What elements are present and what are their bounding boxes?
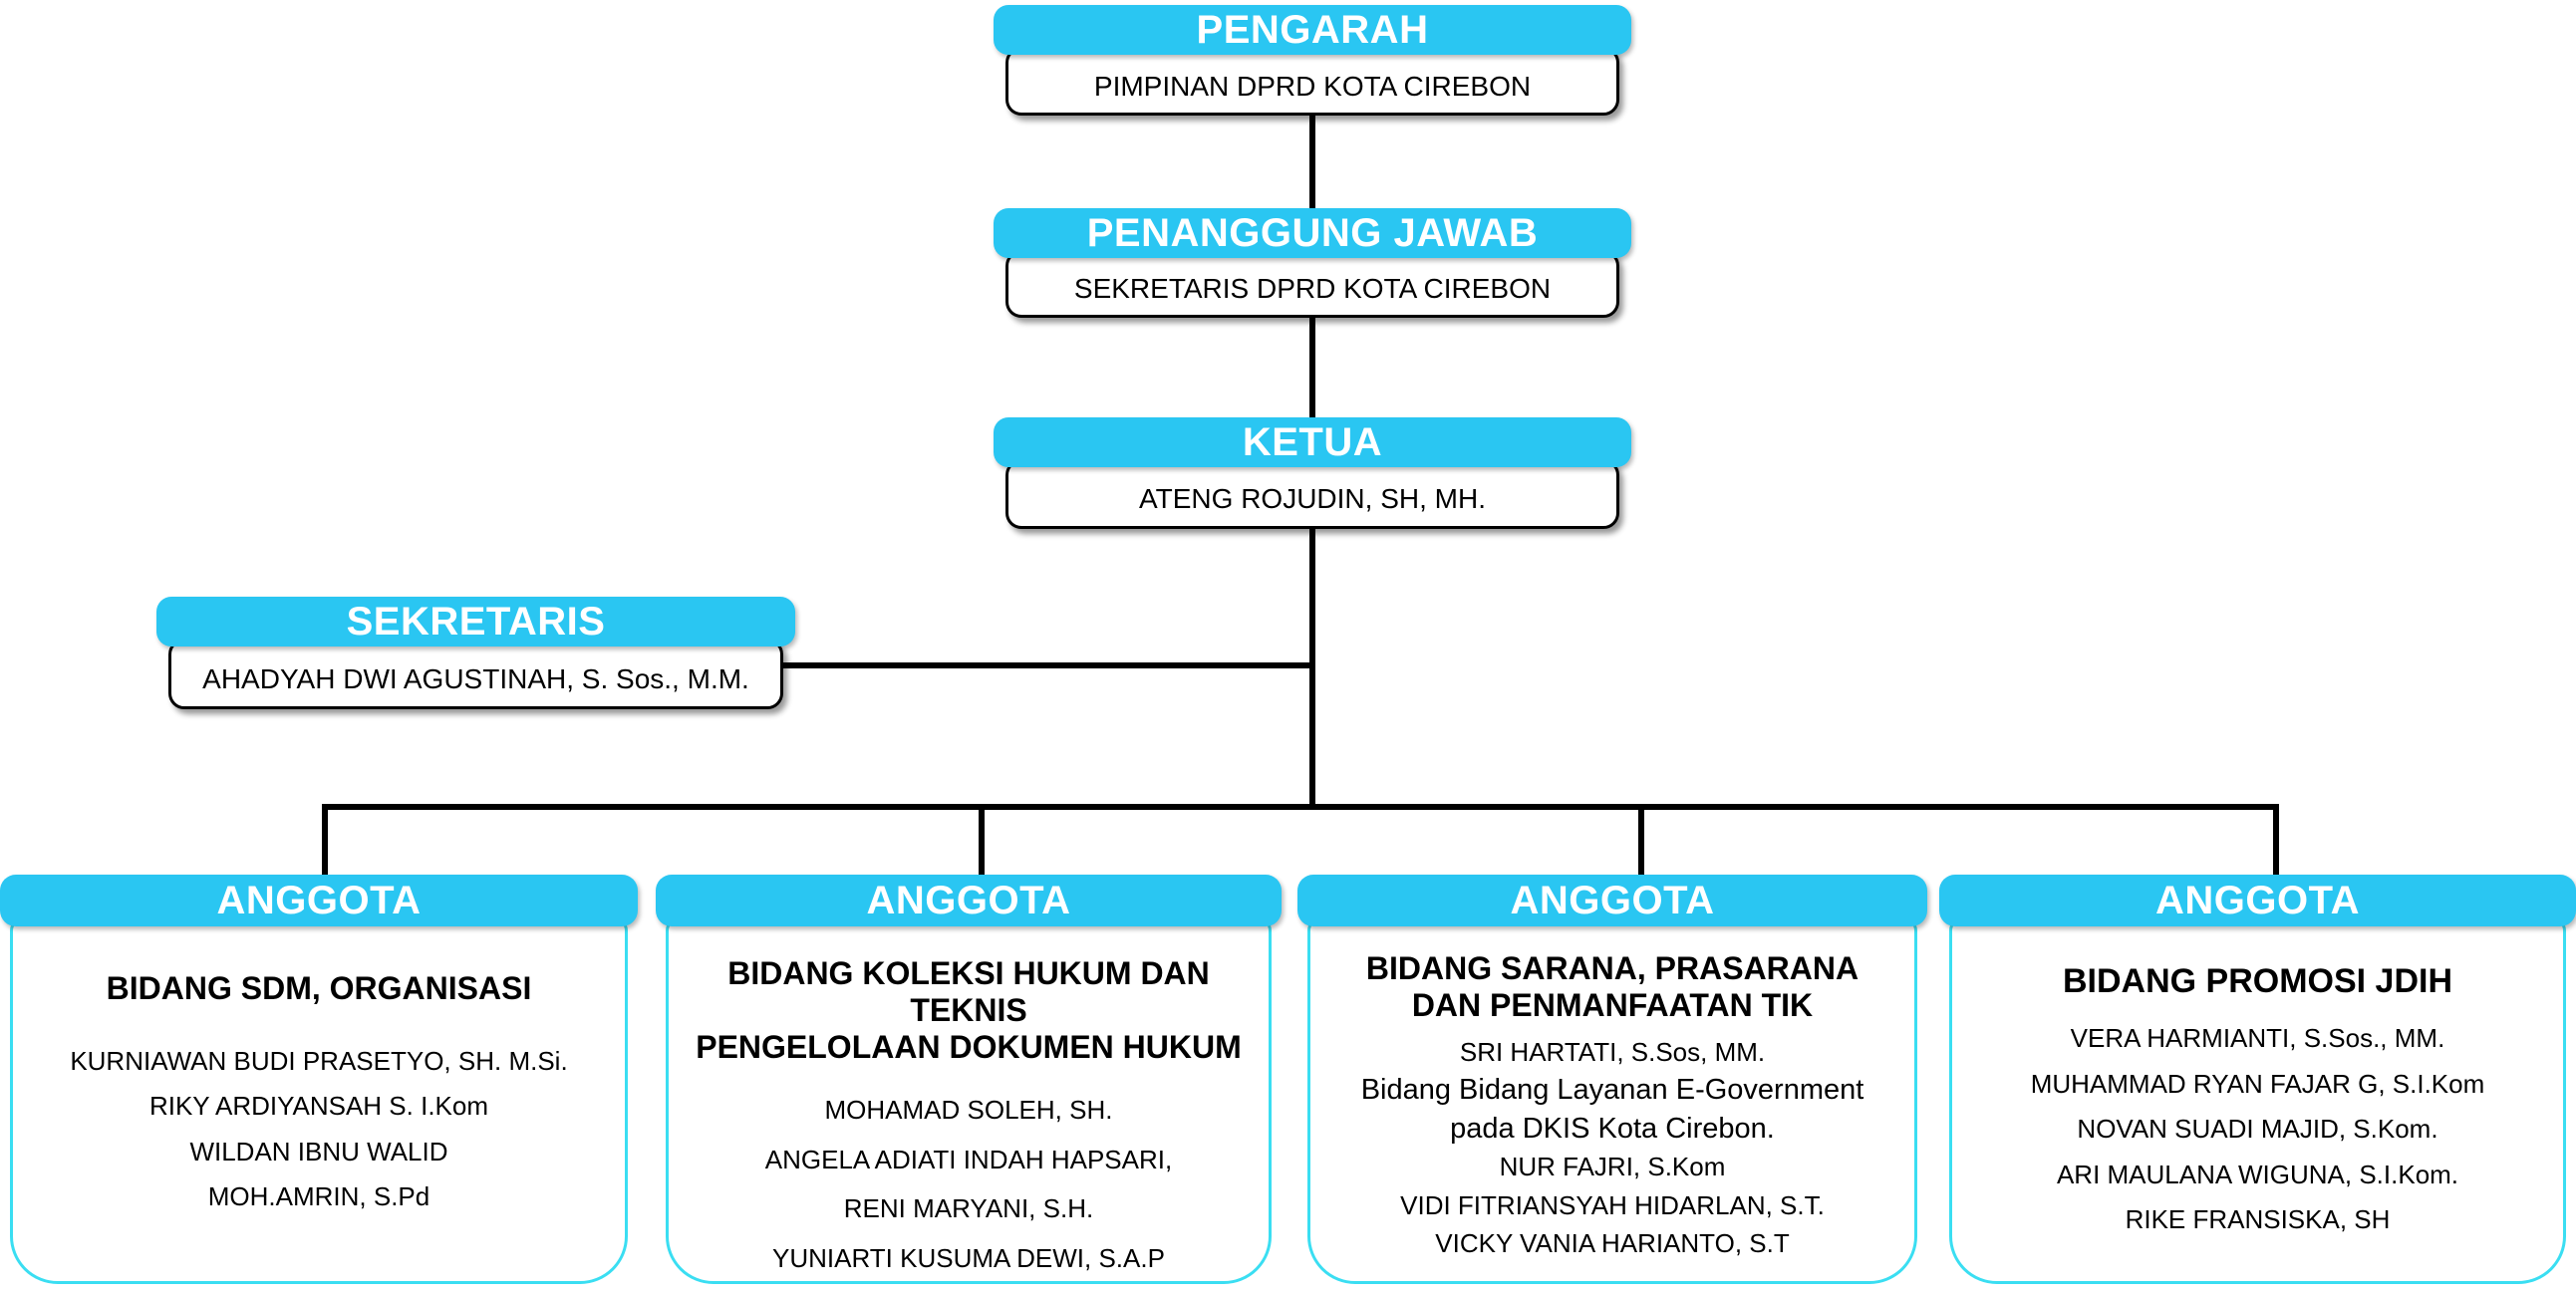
member-name: KURNIAWAN BUDI PRASETYO, SH. M.Si. bbox=[70, 1045, 568, 1076]
anggota-2-header: ANGGOTA bbox=[656, 875, 1282, 926]
anggota-2-body: BIDANG KOLEKSI HUKUM DAN TEKNIS PENGELOL… bbox=[666, 918, 1272, 1284]
bidang-title-line: DAN PENMANFAATAN TIK bbox=[1411, 986, 1814, 1023]
anggota-4-bidang-title: BIDANG PROMOSI JDIH bbox=[2062, 962, 2453, 1000]
node-sekretaris: SEKRETARIS AHADYAH DWI AGUSTINAH, S. Sos… bbox=[156, 597, 795, 709]
member-name: MOH.AMRIN, S.Pd bbox=[207, 1181, 430, 1212]
anggota-2-member-list: MOHAMAD SOLEH, SH. ANGELA ADIATI INDAH H… bbox=[765, 1094, 1172, 1274]
node-penanggung-jawab-title: PENANGGUNG JAWAB bbox=[994, 208, 1631, 258]
anggota-4-header: ANGGOTA bbox=[1939, 875, 2576, 926]
node-penanggung-jawab-subtitle: SEKRETARIS DPRD KOTA CIREBON bbox=[1005, 250, 1619, 318]
node-sekretaris-subtitle: AHADYAH DWI AGUSTINAH, S. Sos., M.M. bbox=[168, 639, 783, 709]
node-pengarah: PENGARAH PIMPINAN DPRD KOTA CIREBON bbox=[994, 5, 1631, 116]
member-name: NOVAN SUADI MAJID, S.Kom. bbox=[2077, 1114, 2438, 1145]
anggota-1-member-list: KURNIAWAN BUDI PRASETYO, SH. M.Si. RIKY … bbox=[70, 1045, 567, 1213]
node-anggota-sarana-prasarana-tik: ANGGOTA BIDANG SARANA, PRASARANA DAN PEN… bbox=[1297, 875, 1927, 1288]
node-penanggung-jawab: PENANGGUNG JAWAB SEKRETARIS DPRD KOTA CI… bbox=[994, 208, 1631, 318]
node-anggota-koleksi-hukum: ANGGOTA BIDANG KOLEKSI HUKUM DAN TEKNIS … bbox=[656, 875, 1282, 1288]
anggota-3-body: BIDANG SARANA, PRASARANA DAN PENMANFAATA… bbox=[1307, 918, 1917, 1284]
member-name: MOHAMAD SOLEH, SH. bbox=[824, 1095, 1113, 1126]
node-sekretaris-title: SEKRETARIS bbox=[156, 597, 795, 647]
anggota-3-member-list: SRI HARTATI, S.Sos, MM. Bidang Bidang La… bbox=[1361, 1036, 1864, 1260]
anggota-3-header: ANGGOTA bbox=[1297, 875, 1927, 926]
member-name: VIDI FITRIANSYAH HIDARLAN, S.T. bbox=[1400, 1189, 1825, 1220]
bidang-title-line: BIDANG KOLEKSI HUKUM DAN TEKNIS bbox=[727, 955, 1210, 1028]
anggota-3-bidang-title: BIDANG SARANA, PRASARANA DAN PENMANFAATA… bbox=[1366, 950, 1859, 1024]
member-name: RIKE FRANSISKA, SH bbox=[2125, 1204, 2391, 1235]
anggota-4-member-list: VERA HARMIANTI, S.Sos., MM. MUHAMMAD RYA… bbox=[2031, 1022, 2485, 1236]
member-name: ARI MAULANA WIGUNA, S.I.Kom. bbox=[2056, 1159, 2459, 1189]
bidang-title-line: BIDANG SARANA, PRASARANA bbox=[1365, 950, 1860, 986]
member-name: SRI HARTATI, S.Sos, MM. bbox=[1459, 1036, 1766, 1067]
anggota-1-body: BIDANG SDM, ORGANISASI KURNIAWAN BUDI PR… bbox=[10, 918, 628, 1284]
member-name: RIKY ARDIYANSAH S. I.Kom bbox=[148, 1091, 488, 1122]
anggota-4-body: BIDANG PROMOSI JDIH VERA HARMIANTI, S.So… bbox=[1949, 918, 2566, 1284]
node-anggota-sdm-organisasi: ANGGOTA BIDANG SDM, ORGANISASI KURNIAWAN… bbox=[0, 875, 638, 1288]
node-ketua: KETUA ATENG ROJUDIN, SH, MH. bbox=[994, 417, 1631, 529]
node-ketua-title: KETUA bbox=[994, 417, 1631, 467]
member-name: YUNIARTI KUSUMA DEWI, S.A.P bbox=[772, 1242, 1165, 1273]
node-pengarah-subtitle: PIMPINAN DPRD KOTA CIREBON bbox=[1005, 47, 1619, 116]
member-name: NUR FAJRI, S.Kom bbox=[1499, 1152, 1726, 1182]
anggota-2-bidang-title: BIDANG KOLEKSI HUKUM DAN TEKNIS PENGELOL… bbox=[669, 955, 1269, 1065]
member-note: Bidang Bidang Layanan E-Government bbox=[1360, 1074, 1864, 1107]
member-name: RENI MARYANI, S.H. bbox=[843, 1193, 1094, 1224]
anggota-1-header: ANGGOTA bbox=[0, 875, 638, 926]
node-anggota-promosi-jdih: ANGGOTA BIDANG PROMOSI JDIH VERA HARMIAN… bbox=[1939, 875, 2576, 1288]
node-pengarah-title: PENGARAH bbox=[994, 5, 1631, 55]
member-name: ANGELA ADIATI INDAH HAPSARI, bbox=[764, 1144, 1173, 1174]
member-name: VICKY VANIA HARIANTO, S.T bbox=[1435, 1228, 1790, 1259]
member-name: MUHAMMAD RYAN FAJAR G, S.I.Kom bbox=[2030, 1068, 2485, 1099]
anggota-1-bidang-title: BIDANG SDM, ORGANISASI bbox=[106, 970, 532, 1006]
member-name: VERA HARMIANTI, S.Sos., MM. bbox=[2070, 1023, 2445, 1054]
member-name: WILDAN IBNU WALID bbox=[189, 1136, 448, 1166]
bidang-title-line: PENGELOLAAN DOKUMEN HUKUM bbox=[696, 1028, 1242, 1065]
member-note: pada DKIS Kota Cirebon. bbox=[1450, 1112, 1775, 1145]
node-ketua-subtitle: ATENG ROJUDIN, SH, MH. bbox=[1005, 459, 1619, 529]
